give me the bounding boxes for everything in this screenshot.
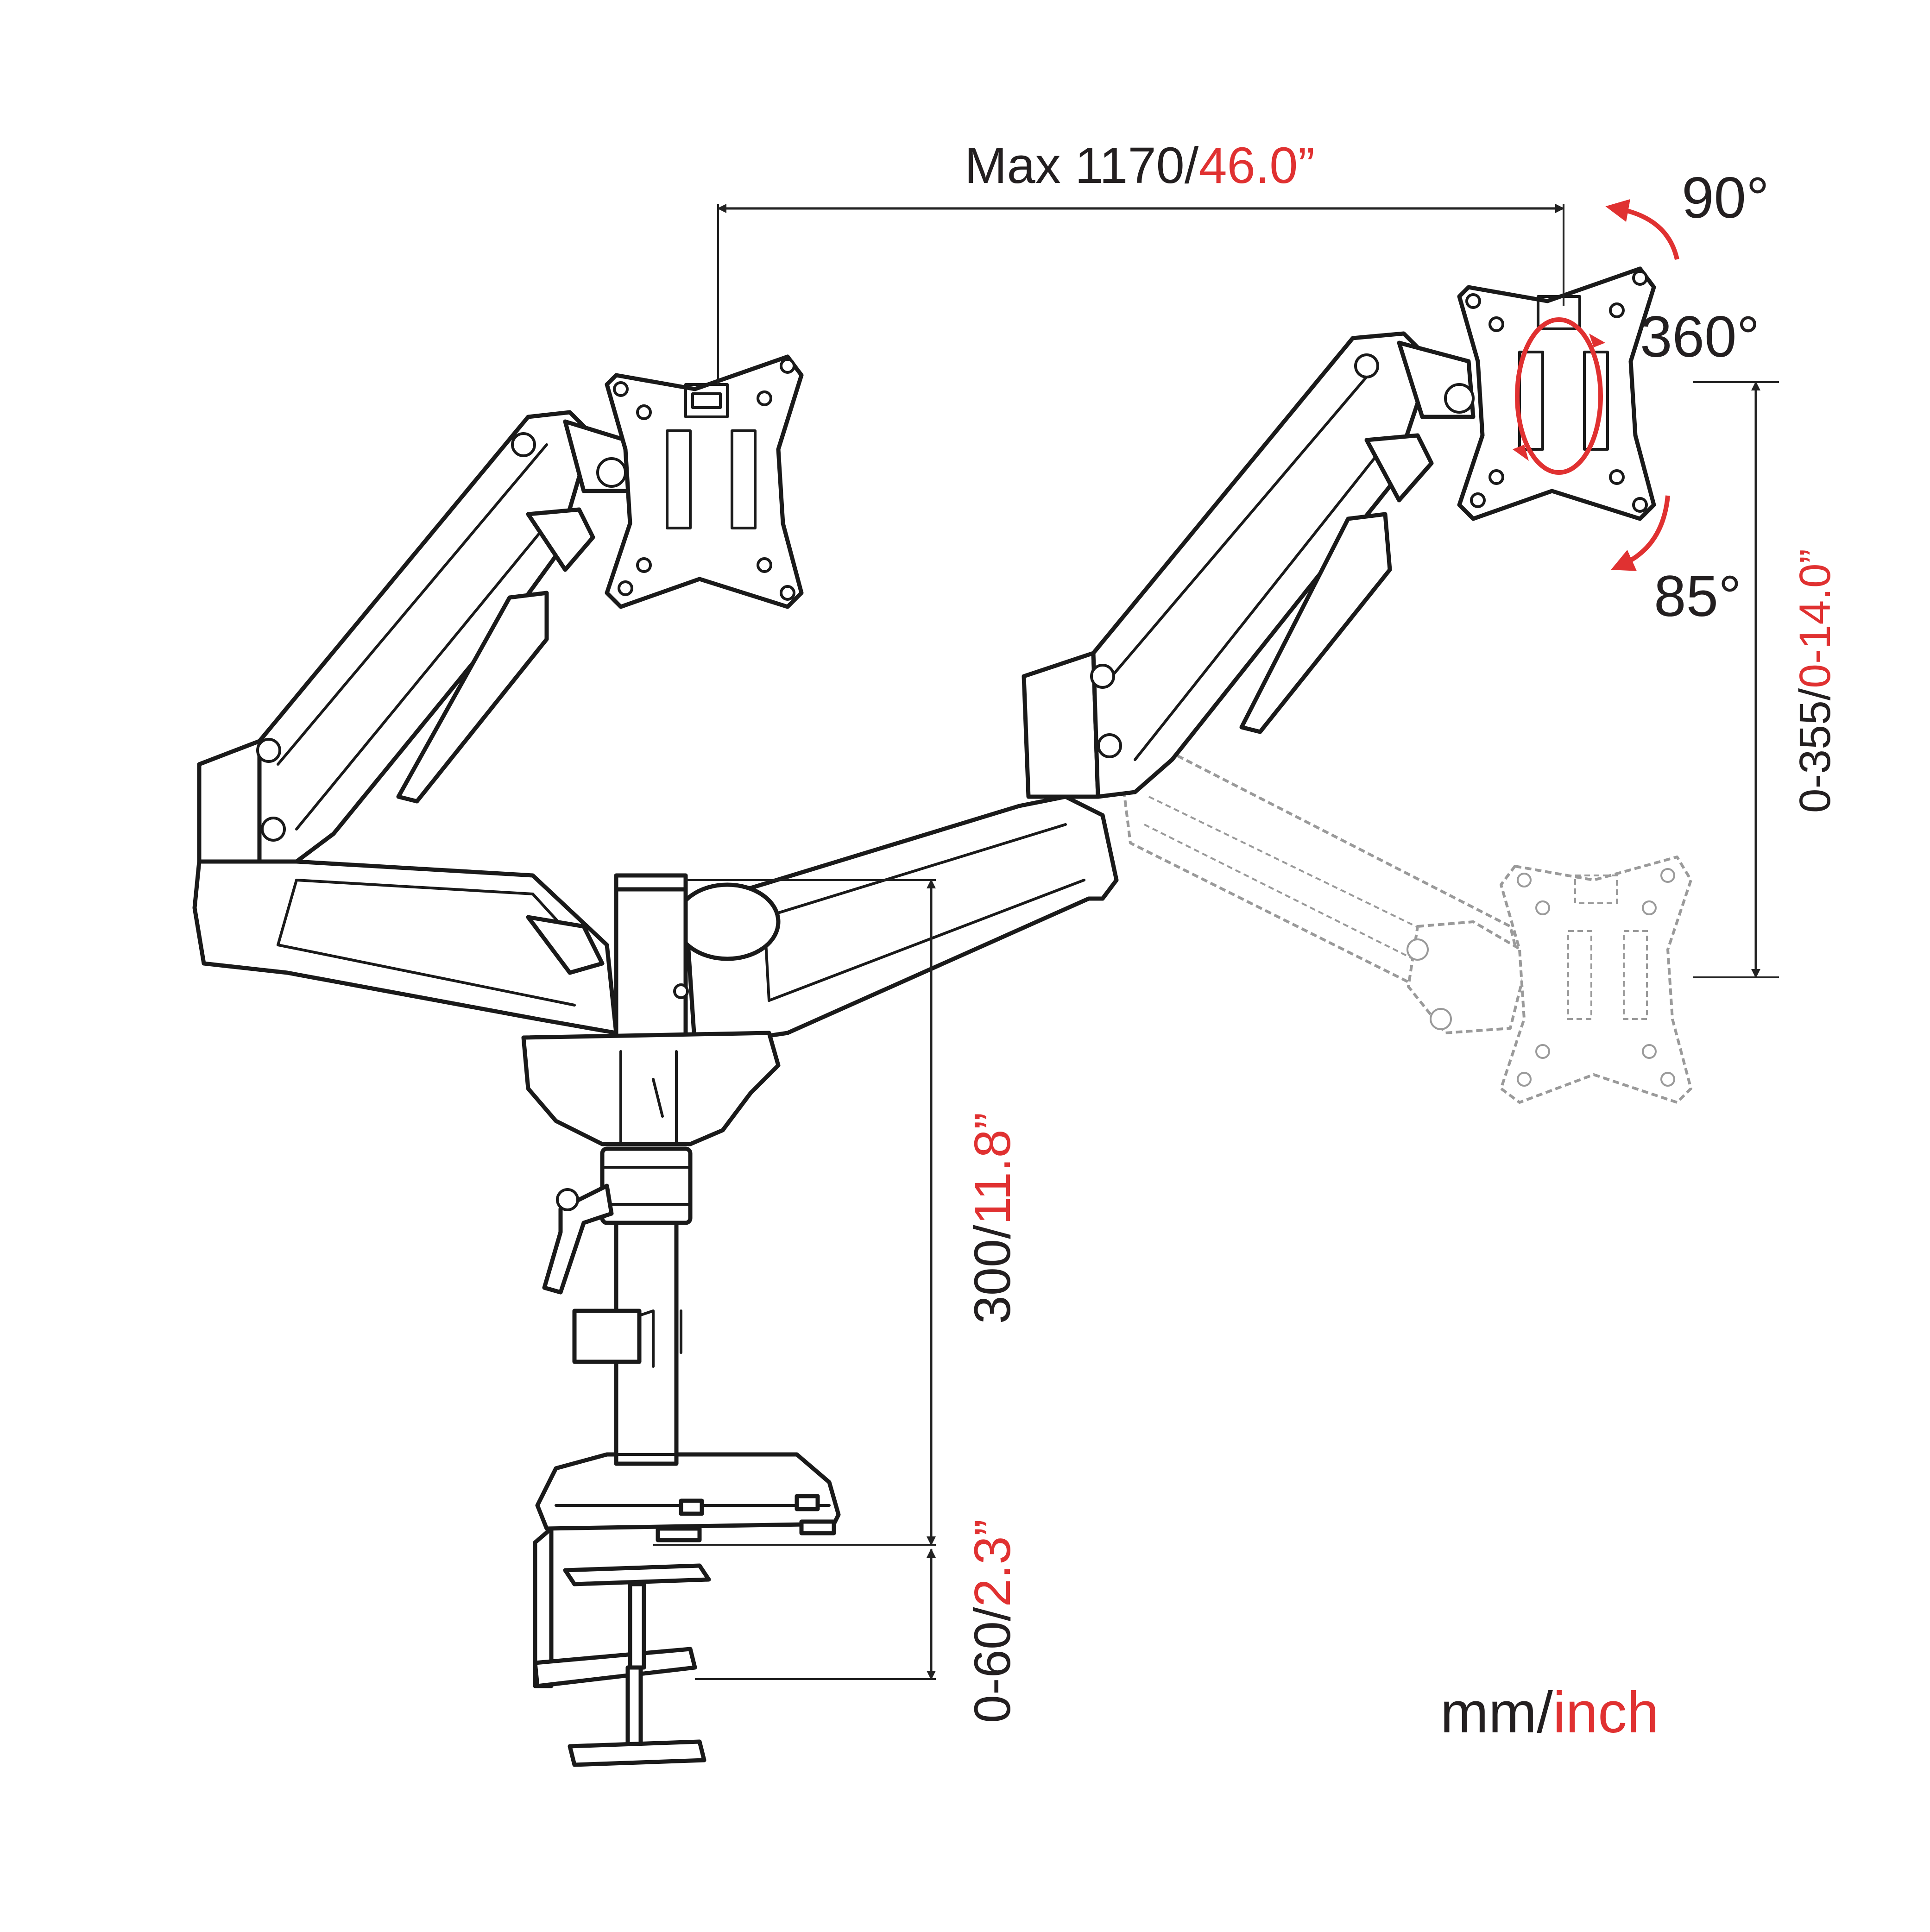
right-upper-arm [1022,331,1476,799]
rotate-360-indicator [1513,317,1605,475]
height-range-dimension [1693,381,1779,978]
right-vesa-plate [1457,266,1656,521]
width-label: Max 1170/46.0” [965,137,1315,194]
clamp-range-dimension [695,1548,936,1680]
tilt-down-arrow-icon [1611,495,1670,571]
pole-height-mm: 300/ [964,1225,1021,1324]
ghost-right-arm [1120,740,1530,1034]
pole [542,1146,693,1466]
tilt-up-label: 90° [1682,166,1769,230]
pole-height-label: 300/11.8” [964,1113,1021,1324]
left-lower-arm [192,859,618,1035]
ghost-vesa-plate [1500,856,1692,1104]
center-hub [521,873,781,1146]
height-range-label: 0-355/0-14.0” [1791,549,1840,813]
left-upper-arm [197,410,632,864]
tilt-down-label: 85° [1654,564,1741,629]
base-plate [535,1452,841,1542]
width-dimension [717,204,1564,384]
height-range-inch: 0-14.0” [1791,549,1840,688]
tilt-up-arrow-icon [1605,199,1679,260]
units-mm: mm/ [1440,1680,1553,1745]
rotate-label: 360° [1640,305,1760,369]
pole-height-inch: 11.8” [964,1113,1021,1225]
units-inch: inch [1553,1680,1659,1745]
clamp-range-inch: 2.3” [964,1519,1021,1607]
right-lower-arm [674,794,1119,1049]
pole-height-dimension [653,879,936,1546]
width-label-inch: 46.0” [1198,137,1315,194]
left-vesa-plate [605,354,804,609]
height-range-mm: 0-355/ [1791,688,1840,813]
units-label: mm/inch [1440,1680,1659,1745]
clamp-range-mm: 0-60/ [964,1607,1021,1723]
rotate-360-arc-icon [1515,317,1603,475]
width-label-mm: Max 1170/ [965,137,1199,194]
desk-clamp [533,1526,711,1767]
clamp-range-label: 0-60/2.3” [964,1519,1021,1723]
